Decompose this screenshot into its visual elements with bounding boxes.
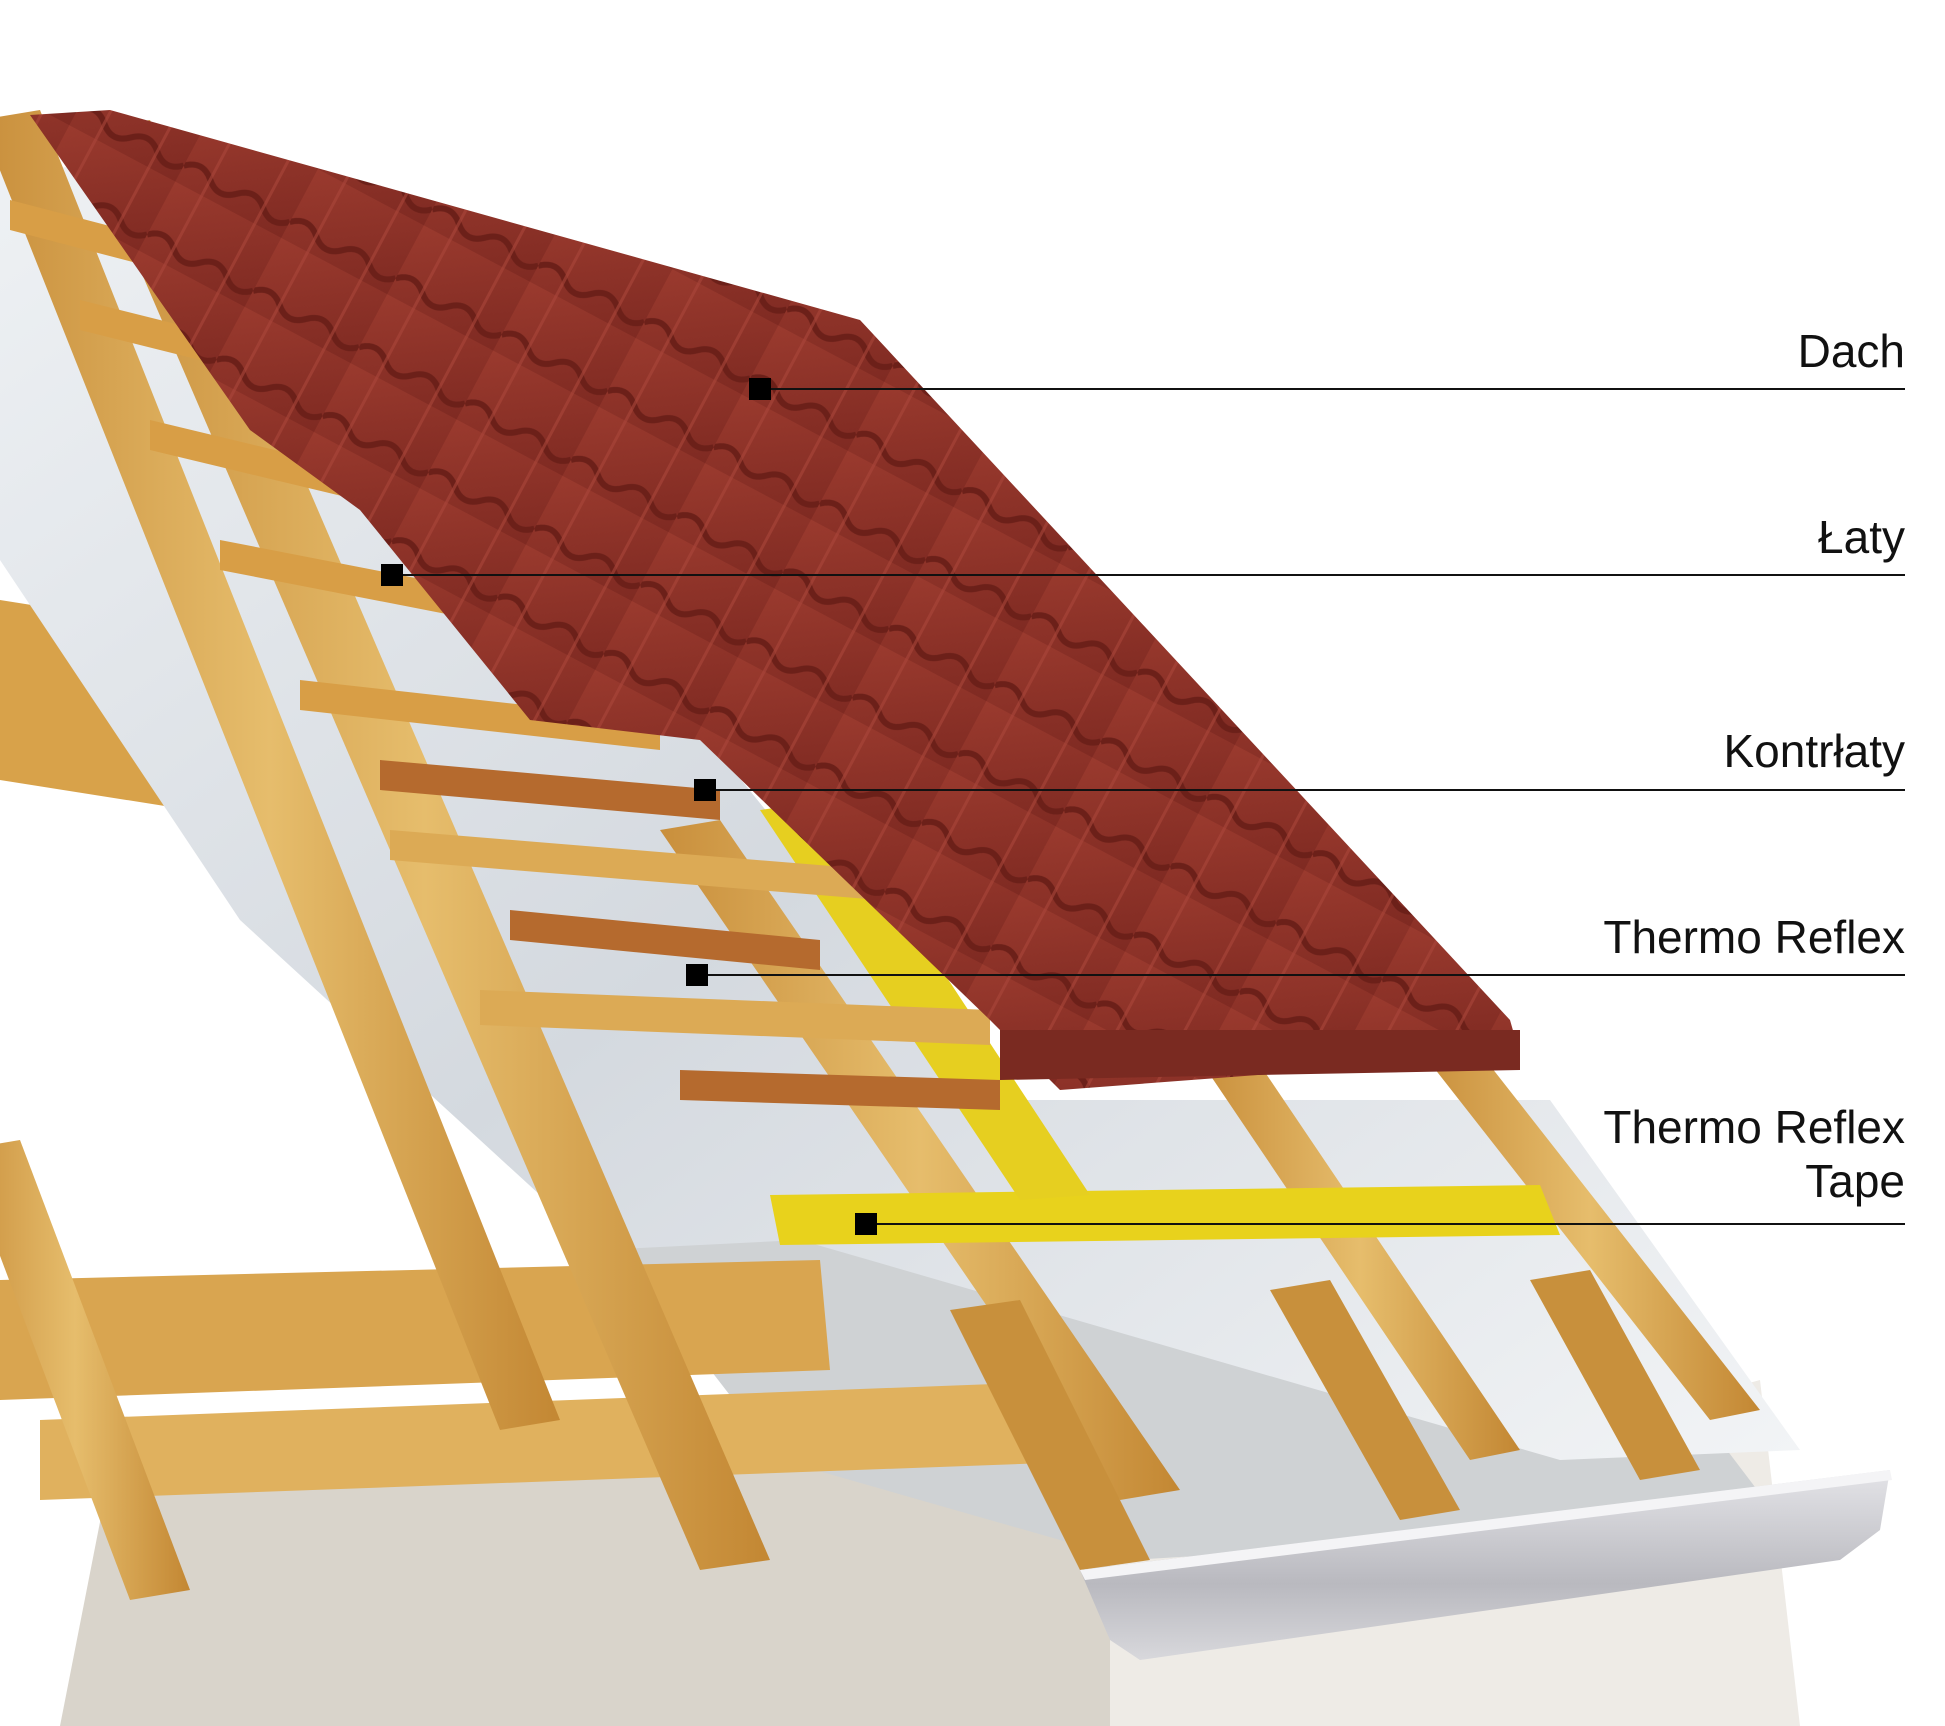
callouts — [381, 378, 1905, 1235]
rafter-end — [1270, 1280, 1460, 1520]
thermo-reflex-tape — [770, 1185, 1560, 1245]
marker-thermo-reflex-tape — [855, 1213, 877, 1235]
beam — [40, 1380, 1130, 1500]
rafter — [0, 1140, 190, 1600]
label-kontrlaty: Kontrłaty — [1723, 725, 1905, 777]
label-thermo-reflex-tape-line1: Thermo Reflex — [1603, 1101, 1905, 1153]
roof-tiles — [30, 110, 1520, 1090]
batten — [680, 1070, 1000, 1110]
roof-tiles-edge — [1000, 1030, 1520, 1080]
batten — [300, 680, 660, 750]
thermo-reflex-tape — [760, 800, 1090, 1200]
label-thermo-reflex-tape: Thermo Reflex Tape — [1603, 1100, 1905, 1208]
gutter-lip — [1080, 1470, 1892, 1580]
batten — [480, 990, 990, 1045]
rafter-end — [1530, 1270, 1700, 1480]
marker-thermo-reflex — [686, 964, 708, 986]
label-thermo-reflex: Thermo Reflex — [1603, 911, 1905, 963]
rafter — [1420, 1040, 1760, 1420]
label-laty: Łaty — [1818, 511, 1905, 563]
marker-laty — [381, 564, 403, 586]
rafter — [1200, 1050, 1520, 1460]
label-thermo-reflex-tape-line2: Tape — [1805, 1155, 1905, 1207]
batten — [390, 830, 880, 900]
label-dach: Dach — [1797, 325, 1905, 377]
batten — [510, 910, 820, 970]
gutter — [1080, 1470, 1890, 1660]
rafter — [0, 110, 560, 1430]
rafter-end — [950, 1300, 1150, 1570]
beam — [0, 1260, 830, 1400]
attic-wall — [60, 1420, 1110, 1726]
batten — [380, 760, 720, 820]
marker-dach — [749, 378, 771, 400]
marker-kontrlaty — [694, 779, 716, 801]
rafter — [660, 820, 1180, 1500]
